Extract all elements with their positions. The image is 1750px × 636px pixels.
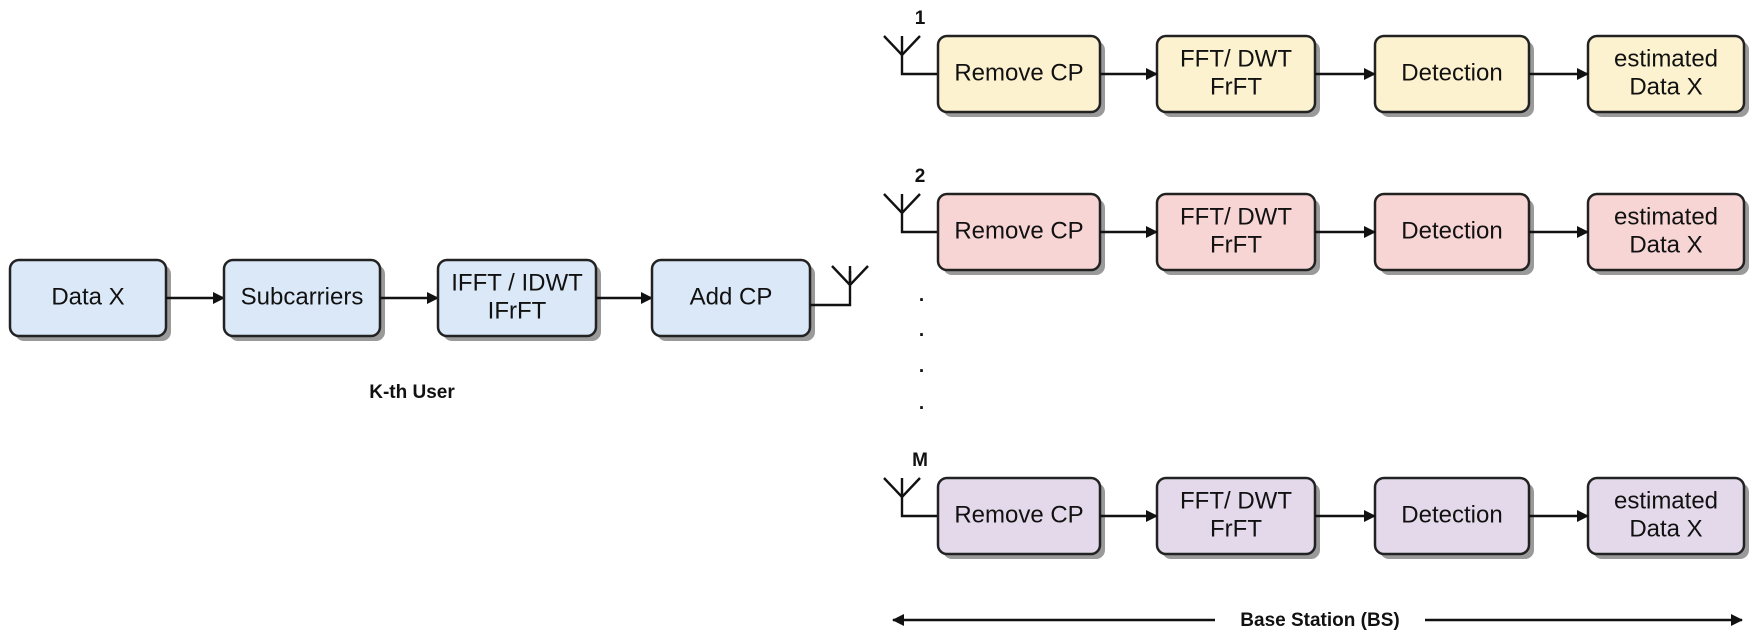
user-block-subcarriers-label: Subcarriers	[241, 283, 364, 310]
bs-block-1: Remove CP	[936, 192, 1105, 275]
user-label: K-th User	[369, 382, 455, 403]
user-block-add-cp: Add CP	[650, 258, 815, 341]
bs-block-3: Detection	[1373, 476, 1534, 559]
bs-block-3: Detection	[1373, 192, 1534, 275]
bs-block-4-label: Data X	[1629, 73, 1702, 100]
user-block-add-cp-label: Add CP	[690, 283, 773, 310]
bs-block-4-label: estimated	[1614, 203, 1718, 230]
base-station-span: Base Station (BS)	[892, 610, 1743, 631]
bs-block-2-label: FFT/ DWT	[1180, 203, 1292, 230]
base-station-label: Base Station (BS)	[1240, 610, 1399, 631]
user-block-ifft-label: IFrFT	[488, 297, 547, 324]
bs-block-4-label: Data X	[1629, 231, 1702, 258]
bs-block-2-label: FFT/ DWT	[1180, 487, 1292, 514]
user-block-ifft-label: IFFT / IDWT	[451, 269, 583, 296]
user-block-subcarriers: Subcarriers	[222, 258, 385, 341]
bs-block-2-label: FrFT	[1210, 515, 1262, 542]
bs-block-2-label: FrFT	[1210, 73, 1262, 100]
bs-antenna-feed	[900, 497, 938, 518]
bs-block-1: Remove CP	[936, 34, 1105, 117]
user-antenna-icon	[831, 265, 869, 287]
antenna-label: M	[912, 450, 928, 471]
bs-antenna-feed	[900, 213, 938, 234]
bs-antenna-icon-1	[883, 35, 921, 57]
antenna-label: 1	[915, 8, 926, 29]
ellipsis-dot: ·	[919, 325, 925, 346]
user-block-add-cp-box	[650, 258, 812, 338]
user-block-data-x: Data X	[8, 258, 171, 341]
bs-block-4-label: estimated	[1614, 45, 1718, 72]
bs-antenna-icon-M	[883, 477, 921, 499]
ellipsis-dot: ·	[919, 290, 925, 311]
bs-block-2-label: FFT/ DWT	[1180, 45, 1292, 72]
bs-block-1-label: Remove CP	[954, 217, 1083, 244]
user-block-data-x-label: Data X	[51, 283, 124, 310]
bs-block-1-label: Remove CP	[954, 59, 1083, 86]
bs-block-4-label: estimated	[1614, 487, 1718, 514]
bs-block-3-label: Detection	[1401, 501, 1502, 528]
user-antenna-feed	[810, 271, 852, 307]
bs-block-1-label: Remove CP	[954, 501, 1083, 528]
bs-block-4-label: Data X	[1629, 515, 1702, 542]
bs-block-3-label: Detection	[1401, 59, 1502, 86]
bs-block-1: Remove CP	[936, 476, 1105, 559]
ellipsis-dot: ·	[919, 398, 925, 419]
bs-block-3: Detection	[1373, 34, 1534, 117]
ellipsis-dot: ·	[919, 361, 925, 382]
bs-antenna-feed	[900, 55, 938, 76]
bs-antenna-icon-2	[883, 193, 921, 215]
antenna-label: 2	[915, 166, 926, 187]
bs-block-2-label: FrFT	[1210, 231, 1262, 258]
bs-block-3-label: Detection	[1401, 217, 1502, 244]
